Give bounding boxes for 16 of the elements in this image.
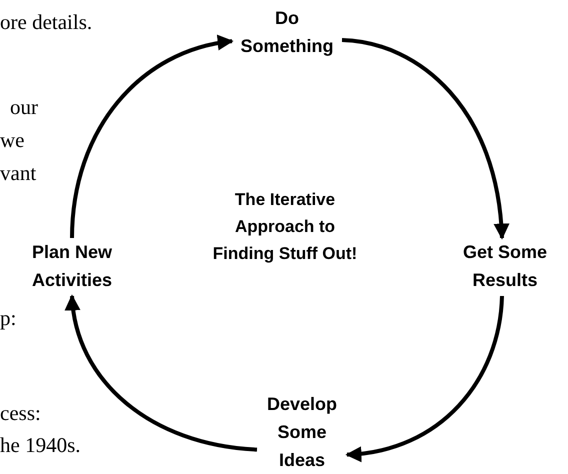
text-fragment: vant — [0, 161, 36, 185]
text-fragment: cess: — [0, 401, 41, 425]
step-label: Do Something — [232, 4, 342, 60]
step-label: Get Some Results — [445, 238, 565, 294]
text-fragment: ore details. — [0, 10, 92, 34]
cycle-title: The Iterative Approach to Finding Stuff Out! — [212, 189, 358, 265]
step-label: Plan New Activities — [10, 238, 134, 294]
step-label: Develop Some Ideas — [257, 390, 347, 474]
curved-arrow — [345, 296, 504, 462]
text-fragment: our — [10, 95, 38, 119]
curved-arrow — [342, 38, 509, 240]
text-fragment: p: — [0, 306, 16, 330]
text-fragment: we — [0, 128, 24, 152]
text-fragment: he 1940s. — [0, 433, 80, 457]
curved-arrow — [70, 36, 234, 238]
curved-arrow — [66, 294, 258, 452]
